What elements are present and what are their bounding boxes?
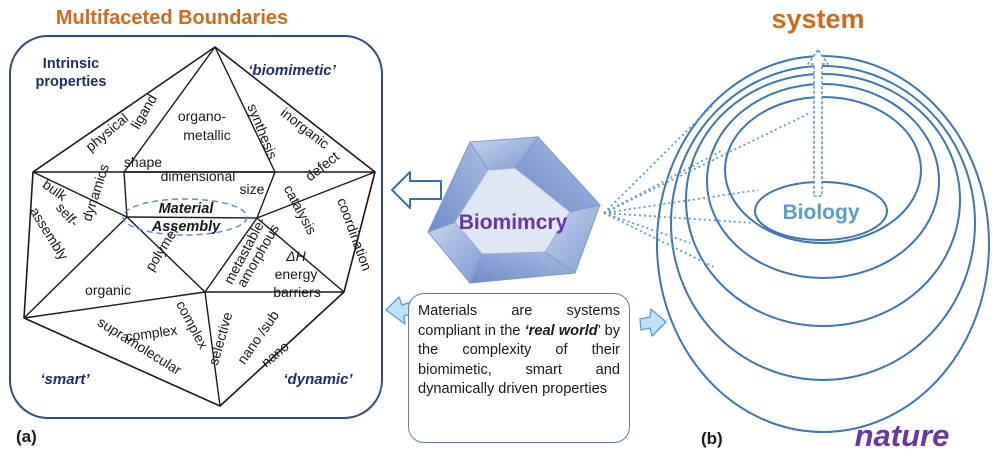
facet-label-complex-left: complex	[124, 321, 178, 344]
intrinsic-label-line1: Intrinsic	[43, 56, 99, 72]
nature-label: nature	[855, 418, 950, 453]
dynamic-label: ‘dynamic’	[283, 371, 353, 388]
facet-label-organic: organic	[85, 282, 131, 298]
center-section: Biomimcry	[385, 136, 667, 337]
biomimcry-label: Biomimcry	[459, 211, 568, 234]
polyhedron-edges	[23, 46, 376, 407]
facet-label-organo: organo-	[178, 108, 227, 124]
assembly-label: Assembly	[151, 219, 221, 235]
ring-4	[706, 83, 940, 279]
panel-b-label: (b)	[701, 429, 723, 448]
note-text-part-1: Materials are systems compliant in the	[418, 303, 620, 339]
panel-a-title: Multifaceted Boundaries	[56, 7, 288, 29]
material-label: Material	[159, 201, 215, 217]
facet-label-metallic: metallic	[183, 127, 230, 143]
system-label: system	[771, 4, 864, 34]
dotted-rays	[603, 105, 811, 268]
ring-3	[685, 73, 961, 327]
ring-5	[724, 96, 922, 244]
nested-rings	[656, 55, 990, 433]
panel-b: system Biology (b) nature	[603, 4, 990, 453]
note-text-part-2: ’ by the complexity of their biomimetic,…	[418, 322, 620, 398]
ring-2	[670, 65, 976, 381]
intrinsic-label-line2: properties	[36, 74, 107, 90]
materials-note-box: Materials are systems compliant in the ‘…	[408, 293, 630, 443]
facet-label-delta-h: ΔH	[285, 248, 306, 264]
smart-label: ‘smart’	[40, 371, 90, 388]
panel-a-label: (a)	[16, 427, 37, 446]
biology-label: Biology	[783, 201, 860, 224]
note-text-real: ‘real	[524, 322, 555, 339]
panel-a-frame	[9, 35, 383, 419]
biomimetic-label: ‘biomimetic’	[248, 62, 336, 79]
facet-label-dimensional: dimensional	[161, 168, 236, 184]
biomimicry-logo-icon	[427, 136, 601, 284]
facet-label-size: size	[240, 181, 265, 197]
facet-label-shape: shape	[124, 154, 162, 170]
facet-label-energy: energy	[275, 266, 318, 282]
note-text-world: world	[558, 322, 598, 339]
small-right-arrow-icon	[639, 308, 667, 337]
left-arrow-icon	[391, 171, 442, 209]
material-assembly-ellipse	[122, 198, 248, 236]
facet-label-barriers: barriers	[273, 284, 320, 300]
panel-a: Multifaceted Boundaries Intrinsic proper…	[9, 7, 383, 446]
up-arrow-icon	[807, 49, 829, 197]
